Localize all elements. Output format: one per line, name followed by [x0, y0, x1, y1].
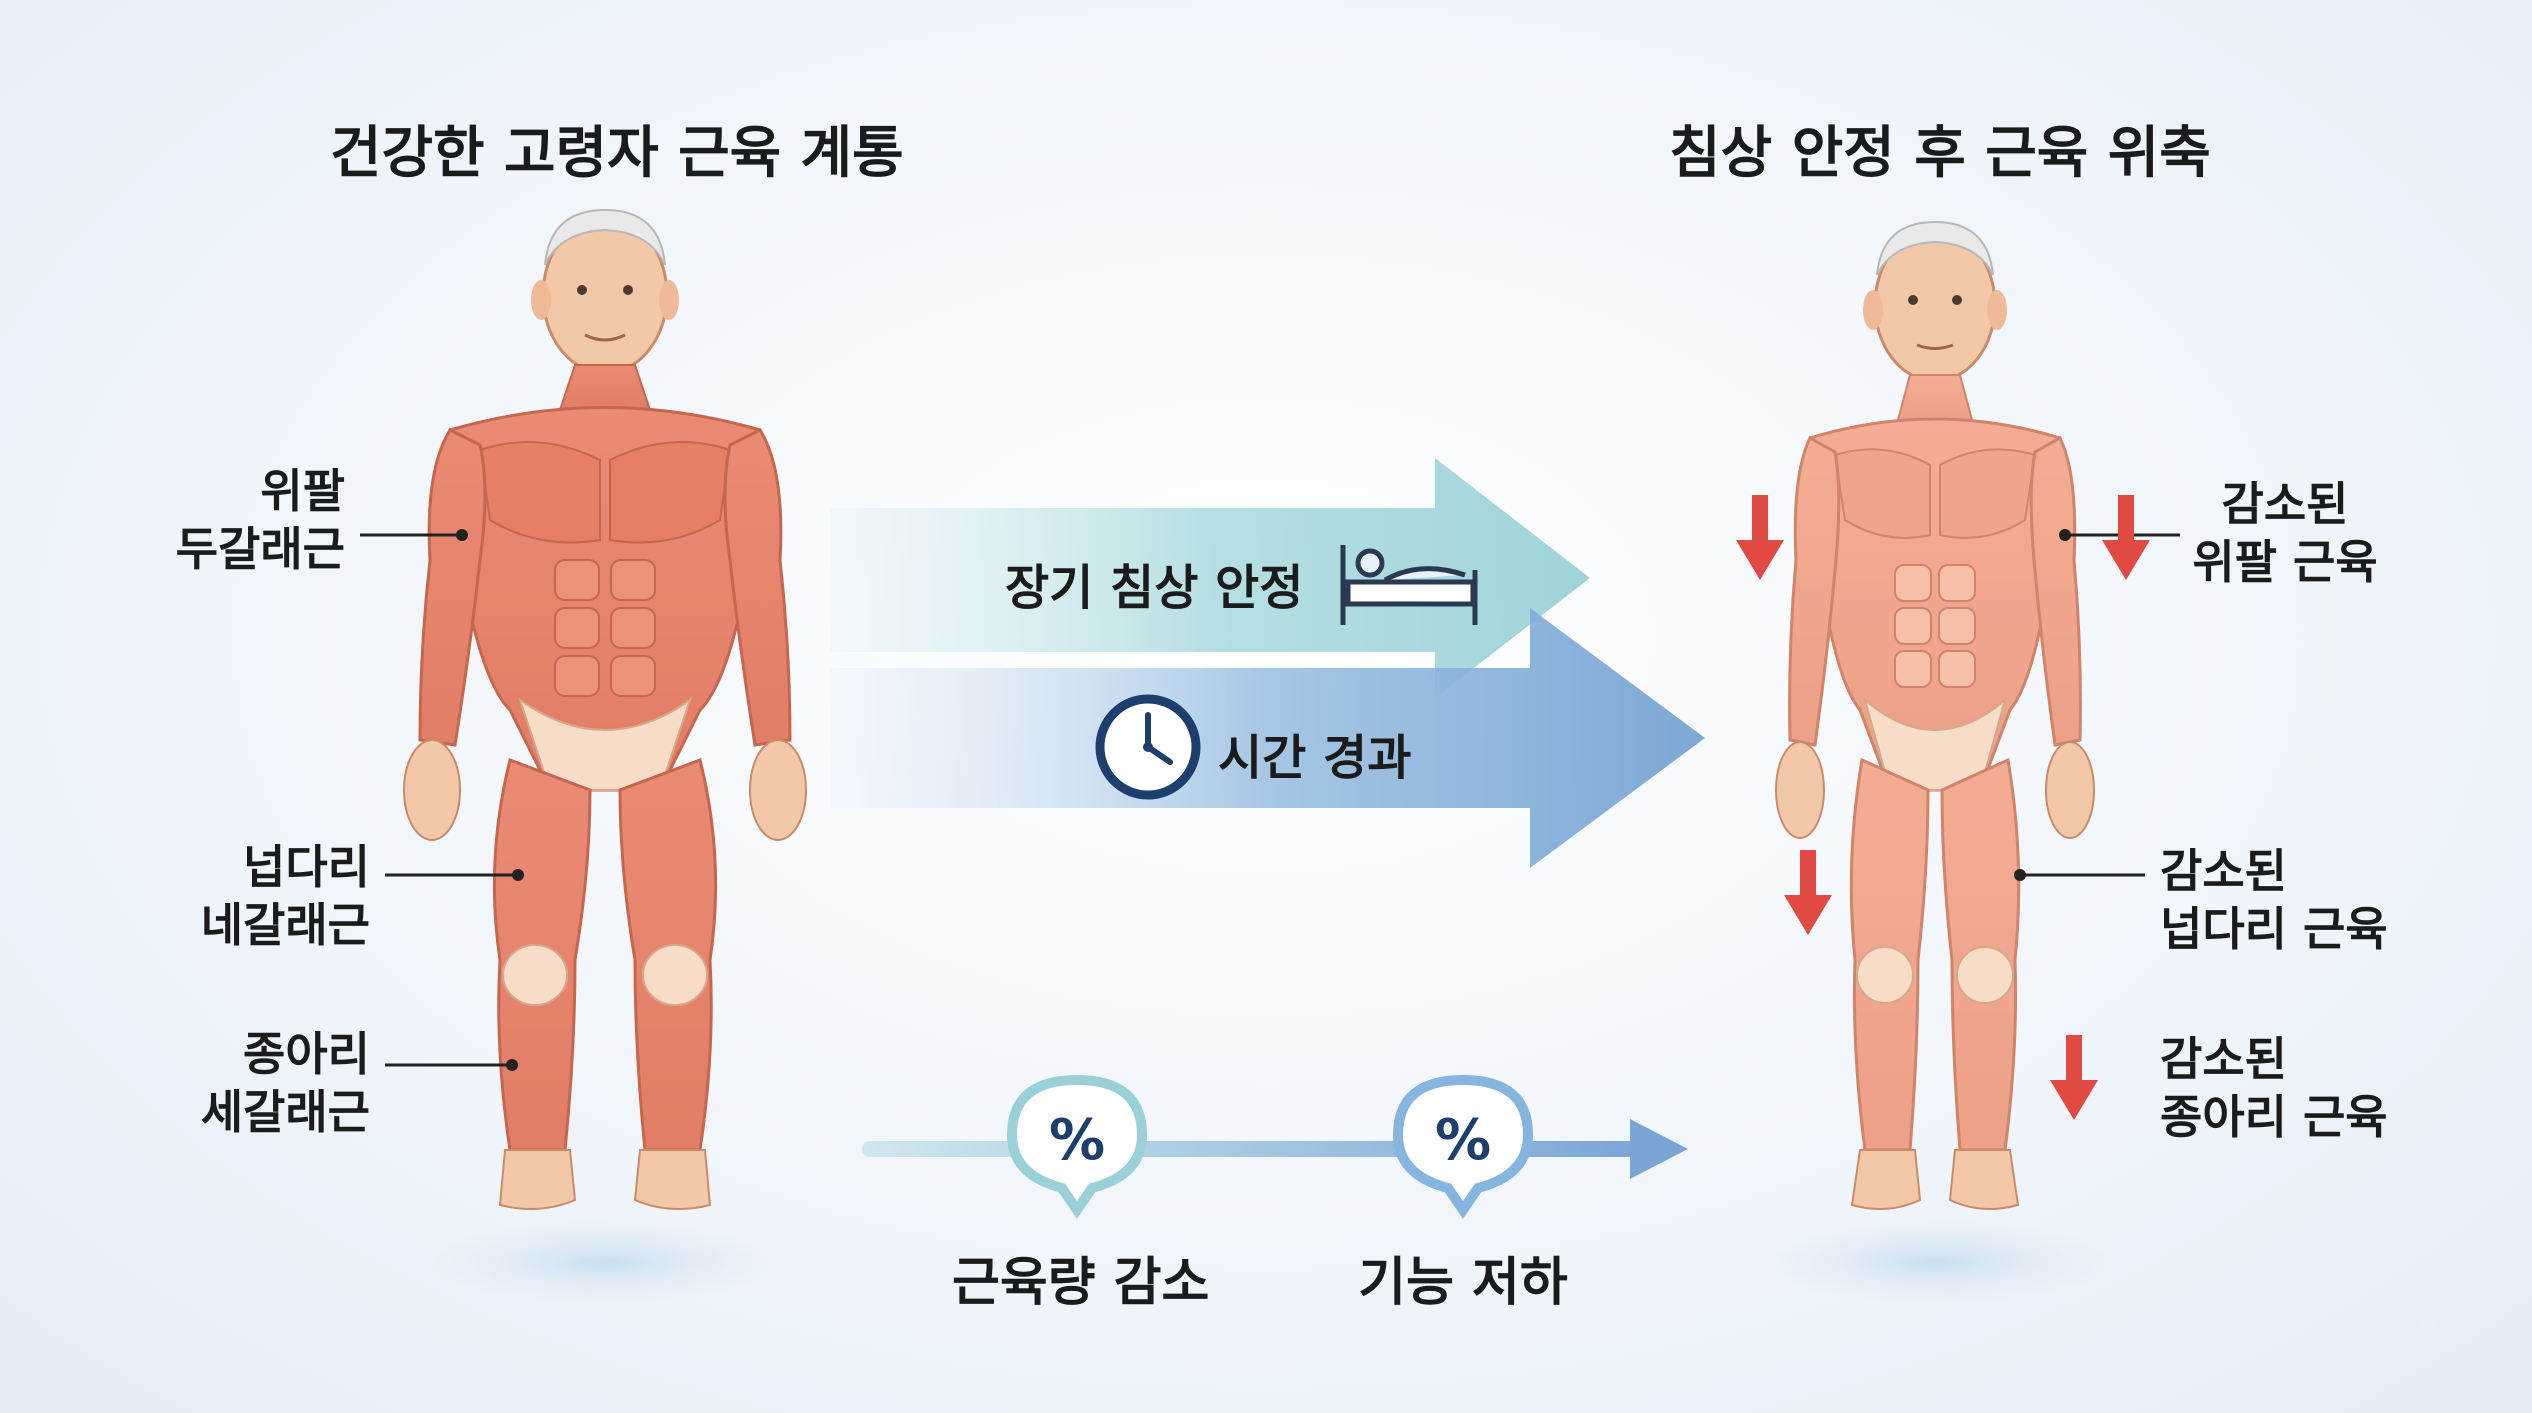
- marker-symbol-2: %: [1434, 1108, 1492, 1173]
- marker-function: [1392, 1074, 1534, 1219]
- clock-icon: [1095, 694, 1201, 800]
- atrophied-muscle-figure: [1775, 220, 2095, 1210]
- bed-rest-arrow: [830, 458, 1590, 698]
- floor-shadow-right: [1755, 1220, 2115, 1304]
- timeline-label-muscle-mass: 근육량 감소: [952, 1253, 1210, 1313]
- label-reduced-arm: 감소된 위팔 근육: [2192, 477, 2378, 589]
- title-healthy: 건강한 고령자 근육 계통: [330, 121, 904, 186]
- label-reduced-calf: 감소된 종아리 근육: [2160, 1032, 2388, 1144]
- marker-muscle-mass: [1006, 1074, 1148, 1219]
- healthy-muscle-figure: [403, 208, 807, 1210]
- time-arrow: [830, 608, 1705, 868]
- timeline-arrowhead: [1630, 1119, 1688, 1179]
- left-leader-lines: [360, 533, 518, 1067]
- label-triceps-surae: 종아리 세갈래근: [200, 1027, 370, 1139]
- time-label: 시간 경과: [1218, 730, 1412, 786]
- title-atrophy: 침상 안정 후 근육 위축: [1669, 121, 2211, 186]
- bed-rest-label: 장기 침상 안정: [1005, 560, 1304, 616]
- floor-shadow-left: [425, 1220, 785, 1304]
- label-reduced-thigh: 감소된 넙다리 근육: [2160, 844, 2388, 956]
- bed-icon: [1340, 545, 1478, 625]
- label-biceps: 위팔 두갈래근: [175, 464, 345, 576]
- sparkle-icon: [2392, 1268, 2464, 1344]
- marker-symbol-1: %: [1048, 1108, 1106, 1173]
- down-arrow-icon: [1736, 495, 2150, 1120]
- timeline-label-function: 기능 저하: [1358, 1253, 1568, 1313]
- label-quadriceps: 넙다리 네갈래근: [200, 840, 370, 952]
